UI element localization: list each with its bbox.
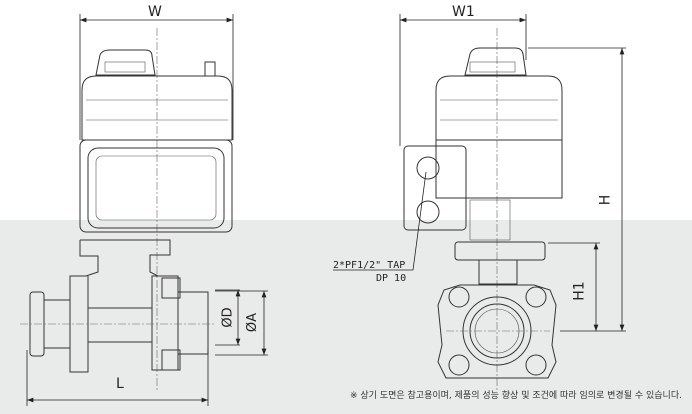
side-view	[333, 28, 563, 392]
disclaimer-note: ※ 상기 도면은 참고용이며, 제품의 성능 향상 및 조건에 따라 임의로 변…	[350, 391, 682, 401]
tap-label: 2*PF1/2" TAP	[333, 260, 406, 271]
dim-w-label: W	[148, 4, 162, 20]
dim-d-label: ØD	[220, 307, 236, 328]
dim-a-label: ØA	[245, 312, 261, 333]
dim-h-label: H	[597, 194, 614, 206]
tap-depth-label: DP 10	[376, 273, 407, 284]
background-band	[0, 220, 692, 414]
front-view	[20, 28, 233, 392]
dim-l-label: L	[116, 376, 124, 392]
dim-w1-label: W1	[452, 4, 475, 20]
dim-h1-label: H1	[571, 281, 588, 301]
